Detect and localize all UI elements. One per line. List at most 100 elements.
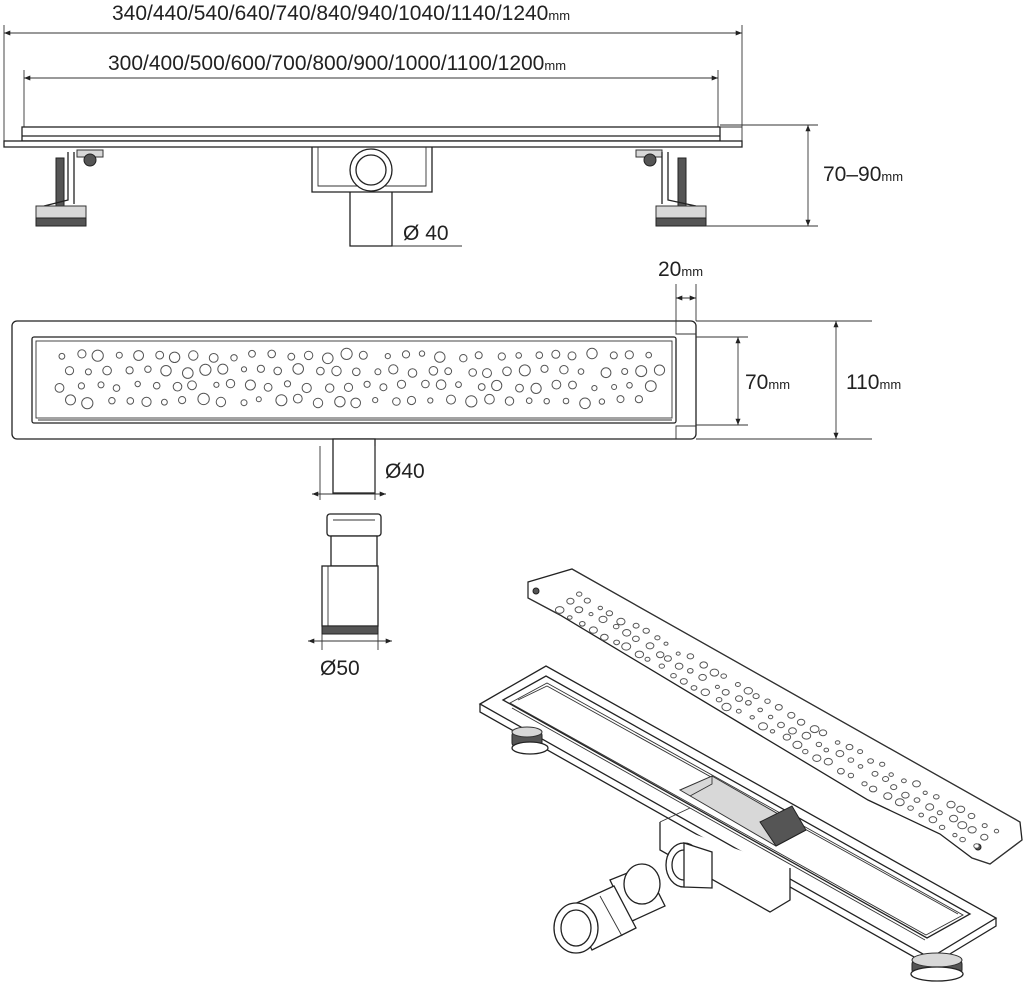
iso-perforation-hole — [925, 803, 935, 811]
perforation-hole — [292, 393, 303, 404]
perforation-hole — [600, 367, 612, 379]
iso-perforation-hole — [792, 740, 803, 750]
iso-perforation-hole — [967, 826, 977, 834]
iso-perforation-hole — [735, 695, 743, 702]
perforation-hole — [363, 380, 371, 388]
iso-perforation-hole — [867, 758, 874, 764]
perforation-hole — [455, 381, 462, 389]
iso-perforation-hole — [835, 750, 845, 758]
perforation-hole — [182, 367, 194, 379]
perforation-hole — [621, 368, 629, 375]
perforation-hole — [559, 365, 569, 375]
iso-perforation-hole — [679, 678, 688, 685]
iso-perforation-hole — [845, 743, 854, 751]
iso-perforation-hole — [938, 824, 946, 831]
iso-perforation-hole — [967, 812, 976, 820]
iso-foot-left — [511, 726, 549, 755]
iso-perforation-hole — [634, 650, 645, 659]
perforation-hole — [125, 366, 134, 375]
iso-perforation-hole — [644, 656, 651, 662]
iso-perforation-hole — [782, 733, 792, 741]
perforation-hole — [484, 393, 495, 405]
iso-perforation-hole — [818, 729, 828, 737]
perforation-hole — [515, 383, 524, 393]
perforation-hole — [334, 396, 346, 408]
sump-housing — [311, 147, 433, 193]
perforation-hole — [530, 382, 542, 394]
iso-perforation-hole — [787, 711, 796, 719]
perforation-hole — [84, 368, 92, 376]
left-adjustable-foot — [35, 149, 104, 227]
perforation-hole — [598, 398, 606, 405]
iso-perforation-hole — [600, 633, 609, 641]
iso-perforation-hole — [613, 639, 620, 646]
perforation-hole — [645, 351, 653, 359]
iso-perforation-hole — [980, 833, 989, 841]
iso-adapter — [553, 863, 666, 954]
iso-perforation-hole — [699, 661, 709, 669]
height-range-label: 70–90mm — [823, 163, 903, 186]
perforation-hole — [172, 381, 183, 392]
perforation-hole — [407, 368, 418, 378]
iso-channel — [478, 665, 998, 982]
perforation-hole — [444, 367, 453, 376]
iso-perforation-hole — [588, 626, 598, 634]
perforation-hole — [465, 395, 478, 408]
iso-perforation-hole — [612, 623, 620, 630]
perforation-hole — [322, 352, 334, 365]
iso-perforation-hole — [567, 615, 573, 620]
perforation-hole — [161, 398, 168, 406]
perforation-hole — [197, 392, 210, 406]
iso-perforation-hole — [823, 757, 833, 766]
iso-perforation-hole — [957, 821, 968, 830]
iso-perforation-hole — [882, 776, 890, 782]
iso-perforation-hole — [554, 606, 565, 614]
iso-perforation-hole — [714, 684, 720, 690]
perforation-hole — [208, 353, 219, 363]
perforation-hole — [653, 364, 666, 376]
perforation-hole — [384, 353, 391, 360]
perforation-hole — [240, 399, 248, 407]
outlet-diameter-label: Ø 40 — [403, 222, 449, 245]
perforation-hole — [340, 347, 353, 360]
perforation-hole — [374, 368, 382, 376]
iso-perforation-hole — [952, 832, 958, 838]
iso-perforation-hole — [796, 718, 806, 726]
perforation-hole — [188, 350, 199, 361]
iso-perforation-hole — [566, 597, 575, 605]
iso-perforation-hole — [857, 764, 864, 769]
iso-perforation-hole — [663, 655, 672, 662]
perforation-hole — [312, 397, 324, 409]
iso-perforation-hole — [912, 780, 921, 788]
perforation-hole — [65, 394, 76, 406]
perforation-hole — [428, 366, 439, 376]
perforation-hole — [579, 397, 591, 410]
perforation-hole — [352, 367, 361, 377]
iso-perforation-hole — [901, 778, 907, 784]
iso-perforation-hole — [981, 823, 988, 829]
perforation-hole — [283, 380, 292, 388]
adapter-diameter-label: Ø50 — [320, 657, 360, 680]
iso-perforation-hole — [715, 697, 723, 703]
iso-perforation-hole — [815, 741, 823, 748]
perforation-hole — [396, 379, 407, 389]
perforation-hole — [255, 396, 262, 403]
perforation-hole — [379, 383, 388, 392]
perforation-hole — [406, 395, 417, 406]
perforation-hole — [491, 379, 503, 392]
perforation-hole — [392, 397, 401, 406]
iso-perforation-hole — [837, 767, 845, 775]
perforation-hole — [54, 383, 65, 393]
iso-perforation-hole — [764, 698, 771, 704]
iso-perforation-hole — [834, 740, 841, 745]
perforation-hole — [591, 385, 598, 392]
perforation-hole — [586, 347, 598, 360]
iso-perforation-hole — [735, 708, 742, 714]
outer-length-label: 340/440/540/640/740/840/940/1040/1140/12… — [112, 2, 570, 25]
perforation-hole — [152, 381, 161, 390]
perforation-hole — [626, 382, 633, 389]
iso-perforation-hole — [949, 814, 959, 823]
perforation-hole — [292, 363, 305, 375]
perforation-hole — [160, 365, 172, 377]
iso-perforation-hole — [888, 772, 894, 777]
